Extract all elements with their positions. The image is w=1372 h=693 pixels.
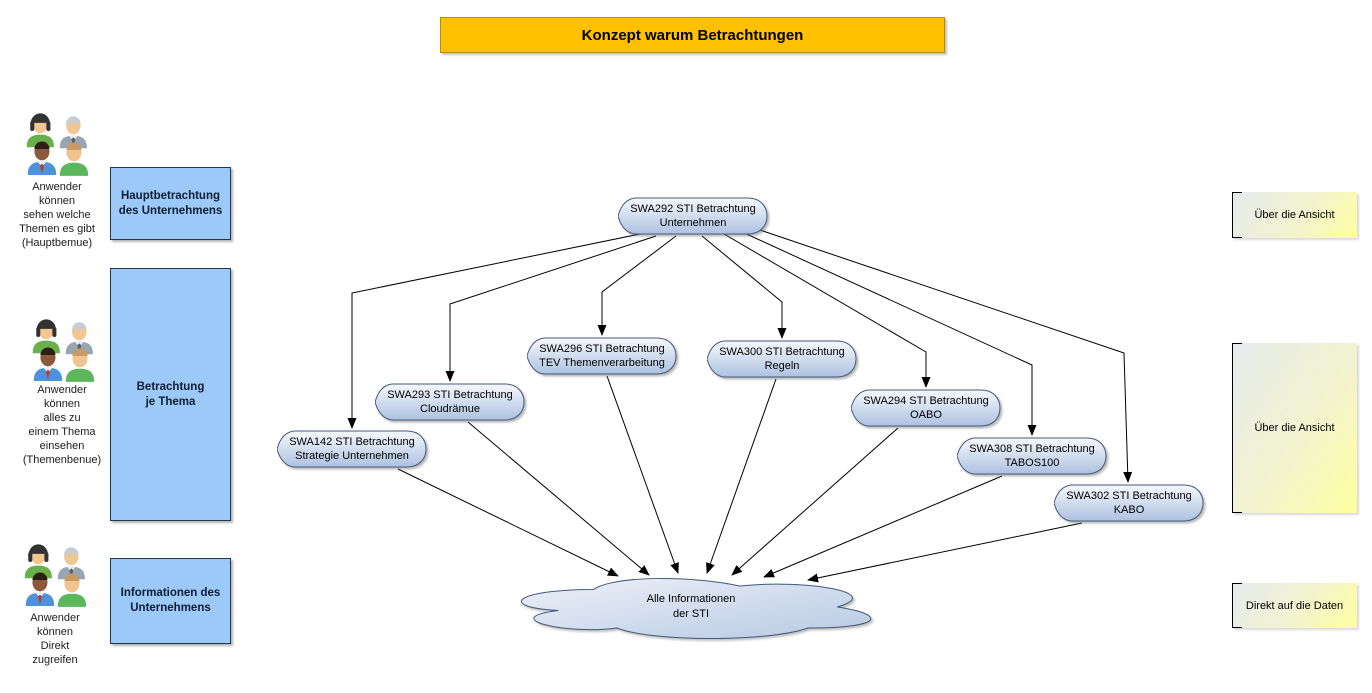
- node-swa296-label: SWA296 STI Betrachtung TEV Themenverarbe…: [539, 342, 665, 369]
- annotation-label: Über die Ansicht: [1254, 209, 1335, 221]
- edge-swa293-to-cloud: [467, 421, 650, 576]
- edge-root-to-swa300: [701, 235, 787, 339]
- node-swa292[interactable]: SWA292 STI Betrachtung Unternehmen: [618, 197, 768, 235]
- annotation-direkt-auf-die-daten[interactable]: Direkt auf die Daten: [1232, 583, 1357, 628]
- cloud-shape: [496, 572, 886, 642]
- annotation-label: Über die Ansicht: [1254, 422, 1335, 434]
- edge-root-to-swa308: [739, 230, 1037, 436]
- box-hauptbetrachtung[interactable]: Hauptbetrachtung des Unternehmens: [110, 167, 231, 240]
- diagram-title[interactable]: Konzept warum Betrachtungen: [440, 17, 945, 53]
- users-group-icon[interactable]: [22, 112, 92, 178]
- box-betrachtung-je-thema[interactable]: Betrachtung je Thema: [110, 268, 231, 521]
- edge-swa302-to-cloud: [807, 522, 1083, 583]
- cloud-alle-informationen[interactable]: Alle Informationen der STI: [496, 572, 886, 642]
- node-swa302[interactable]: SWA302 STI Betrachtung KABO: [1054, 484, 1204, 522]
- edge-swa142-to-cloud: [397, 468, 619, 577]
- box-betrachtung-je-thema-label: Betrachtung je Thema: [136, 380, 205, 408]
- node-swa300[interactable]: SWA300 STI Betrachtung Regeln: [707, 340, 857, 378]
- left-bracket-icon: [1232, 583, 1242, 628]
- node-swa300-label: SWA300 STI Betrachtung Regeln: [719, 345, 845, 372]
- box-hauptbetrachtung-label: Hauptbetrachtung des Unternehmens: [118, 189, 223, 217]
- node-swa308[interactable]: SWA308 STI Betrachtung TABOS100: [957, 437, 1107, 475]
- box-informationen[interactable]: Informationen des Unternehmens: [110, 558, 231, 644]
- edge-swa308-to-cloud: [763, 475, 1003, 578]
- annotation-ueber-die-ansicht-2[interactable]: Über die Ansicht: [1232, 343, 1357, 513]
- edge-root-to-swa142: [347, 233, 641, 429]
- edge-root-to-swa296: [597, 235, 677, 336]
- edge-root-to-swa294: [723, 233, 931, 388]
- edge-swa294-to-cloud: [731, 427, 899, 576]
- node-swa294[interactable]: SWA294 STI Betrachtung OABO: [851, 389, 1001, 427]
- node-swa293[interactable]: SWA293 STI Betrachtung Cloudrämue: [375, 383, 525, 421]
- node-swa296[interactable]: SWA296 STI Betrachtung TEV Themenverarbe…: [527, 337, 677, 375]
- node-swa142[interactable]: SWA142 STI Betrachtung Strategie Unterne…: [277, 430, 427, 468]
- users-group-icon[interactable]: [20, 543, 90, 609]
- users-caption-direkt: Anwender können Direkt zugreifen: [30, 612, 80, 666]
- edge-root-to-swa293: [445, 235, 657, 382]
- annotation-label: Direkt auf die Daten: [1245, 599, 1344, 612]
- node-swa142-label: SWA142 STI Betrachtung Strategie Unterne…: [289, 435, 415, 462]
- users-caption-themenbenue: Anwender können alles zu einem Thema ein…: [22, 384, 102, 466]
- annotation-ueber-die-ansicht-1[interactable]: Über die Ansicht: [1232, 192, 1357, 238]
- cloud-label: Alle Informationen der STI: [646, 593, 736, 620]
- node-swa293-label: SWA293 STI Betrachtung Cloudrämue: [387, 388, 513, 415]
- left-bracket-icon: [1232, 192, 1242, 238]
- edge-swa296-to-cloud: [606, 375, 679, 574]
- node-swa308-label: SWA308 STI Betrachtung TABOS100: [969, 442, 1095, 469]
- edge-root-to-swa302: [753, 227, 1133, 483]
- node-swa294-label: SWA294 STI Betrachtung OABO: [863, 394, 989, 421]
- diagram-title-label: Konzept warum Betrachtungen: [581, 26, 804, 44]
- box-informationen-label: Informationen des Unternehmens: [120, 587, 221, 614]
- left-bracket-icon: [1232, 343, 1242, 513]
- node-swa292-label: SWA292 STI Betrachtung Unternehmen: [630, 202, 756, 229]
- edge-swa300-to-cloud: [706, 378, 777, 574]
- users-group-icon[interactable]: [28, 318, 98, 384]
- node-swa302-label: SWA302 STI Betrachtung KABO: [1066, 489, 1192, 516]
- users-caption-hauptbemue: Anwender können sehen welche Themen es g…: [19, 181, 95, 249]
